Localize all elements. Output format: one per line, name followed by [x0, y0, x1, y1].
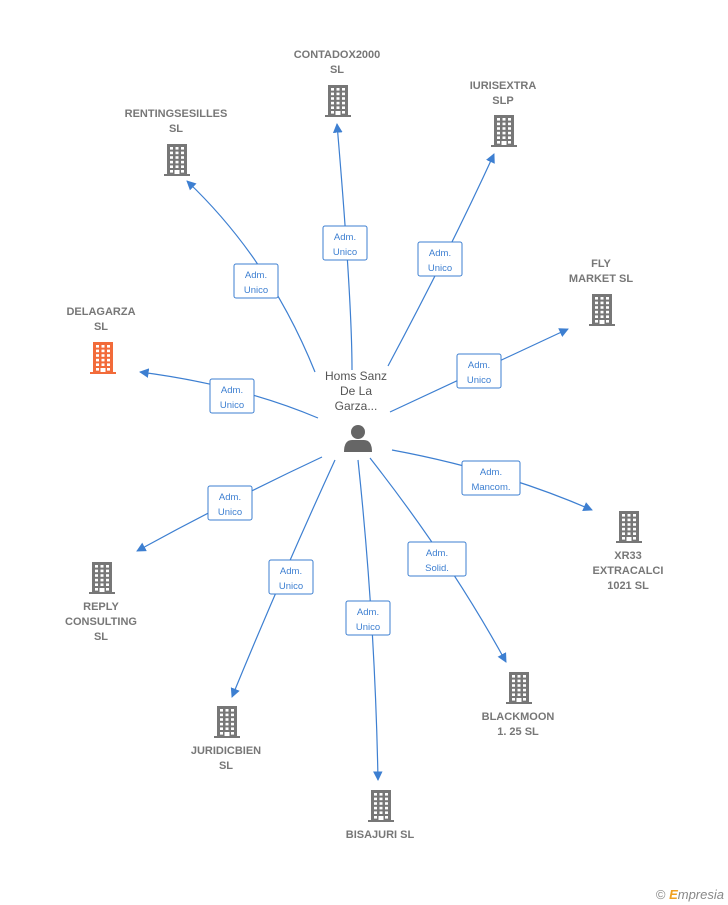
company-node-juridicbien[interactable]: JURIDICBIEN SL [191, 706, 261, 772]
role-text: Unico [220, 400, 244, 411]
role-text: Mancom. [471, 482, 510, 493]
company-node-blackmoon[interactable]: BLACKMOON 1. 25 SL [482, 672, 555, 738]
building-icon [325, 85, 351, 117]
company-node-reply[interactable]: REPLY CONSULTING SL [65, 562, 137, 643]
company-name: SL [94, 631, 108, 643]
company-name: RENTINGSESILLES [125, 108, 228, 120]
company-name: SL [94, 321, 108, 333]
role-badge-delagarza[interactable]: Adm. Unico [209, 378, 255, 414]
company-name: JURIDICBIEN [191, 745, 261, 757]
role-badge-juridicbien[interactable]: Adm. Unico [268, 559, 314, 595]
company-name: IURISEXTRA [470, 80, 537, 92]
role-text: Adm. [280, 566, 302, 577]
building-icon [368, 790, 394, 822]
copyright-icon: © [655, 887, 666, 902]
company-name: EXTRACALCI [593, 565, 664, 577]
role-text: Unico [244, 285, 268, 296]
person-name: Homs Sanz [325, 369, 387, 383]
role-text: Adm. [426, 548, 448, 559]
company-name: BISAJURI SL [346, 829, 415, 841]
company-name: SL [330, 64, 344, 76]
role-text: Unico [428, 263, 452, 274]
company-name: SL [219, 760, 233, 772]
role-badge-bisajuri[interactable]: Adm. Unico [345, 600, 391, 636]
company-node-rentings[interactable]: RENTINGSESILLES SL [125, 108, 228, 176]
role-text: Adm. [219, 492, 241, 503]
role-text: Adm. [429, 248, 451, 259]
company-node-bisajuri[interactable]: BISAJURI SL [346, 790, 415, 841]
company-name: REPLY [83, 601, 119, 613]
role-text: Unico [356, 622, 380, 633]
role-text: Unico [467, 375, 491, 386]
company-name: 1. 25 SL [497, 726, 539, 738]
company-node-delagarza[interactable]: DELAGARZA SL [66, 306, 136, 374]
role-text: Adm. [221, 385, 243, 396]
building-icon [491, 115, 517, 147]
building-icon [89, 562, 115, 594]
company-name: FLY [591, 258, 611, 270]
person-icon [344, 425, 372, 452]
footer-brand: © Empresia [656, 887, 724, 902]
building-icon [214, 706, 240, 738]
role-badge-reply[interactable]: Adm. Unico [207, 485, 253, 521]
role-text: Adm. [468, 360, 490, 371]
role-badge-rentings[interactable]: Adm. Unico [233, 263, 279, 299]
company-name: DELAGARZA [66, 306, 135, 318]
role-text: Adm. [480, 467, 502, 478]
role-badge-blackmoon[interactable]: Adm. Solid. [407, 541, 467, 577]
role-text: Adm. [334, 232, 356, 243]
role-text: Unico [333, 247, 357, 258]
building-icon [616, 511, 642, 543]
role-badge-iurisextra[interactable]: Adm. Unico [417, 241, 463, 277]
company-name: SL [169, 123, 183, 135]
company-node-flymarket[interactable]: FLY MARKET SL [569, 258, 633, 326]
role-text: Adm. [357, 607, 379, 618]
person-name: Garza... [335, 399, 378, 413]
brand-logo-name: mpresia [677, 887, 724, 902]
company-name: 1021 SL [607, 580, 649, 592]
role-text: Unico [279, 581, 303, 592]
role-text: Adm. [245, 270, 267, 281]
company-node-iurisextra[interactable]: IURISEXTRA SLP [470, 80, 537, 147]
building-icon [164, 144, 190, 176]
edge-contadox [332, 123, 353, 371]
role-badge-contadox[interactable]: Adm. Unico [322, 225, 368, 261]
role-badge-flymarket[interactable]: Adm. Unico [456, 353, 502, 389]
company-name: BLACKMOON [482, 711, 555, 723]
company-name: CONTADOX2000 [294, 49, 381, 61]
company-name: MARKET SL [569, 273, 633, 285]
role-badge-xr33[interactable]: Adm. Mancom. [461, 460, 521, 496]
person-name: De La [340, 384, 372, 398]
building-icon [90, 342, 116, 374]
company-name: SLP [492, 95, 513, 107]
role-text: Unico [218, 507, 242, 518]
building-icon [589, 294, 615, 326]
role-text: Solid. [425, 563, 449, 574]
company-name: CONSULTING [65, 616, 137, 628]
brand-logo-letter: E [669, 887, 678, 902]
building-icon [506, 672, 532, 704]
company-name: XR33 [614, 550, 642, 562]
